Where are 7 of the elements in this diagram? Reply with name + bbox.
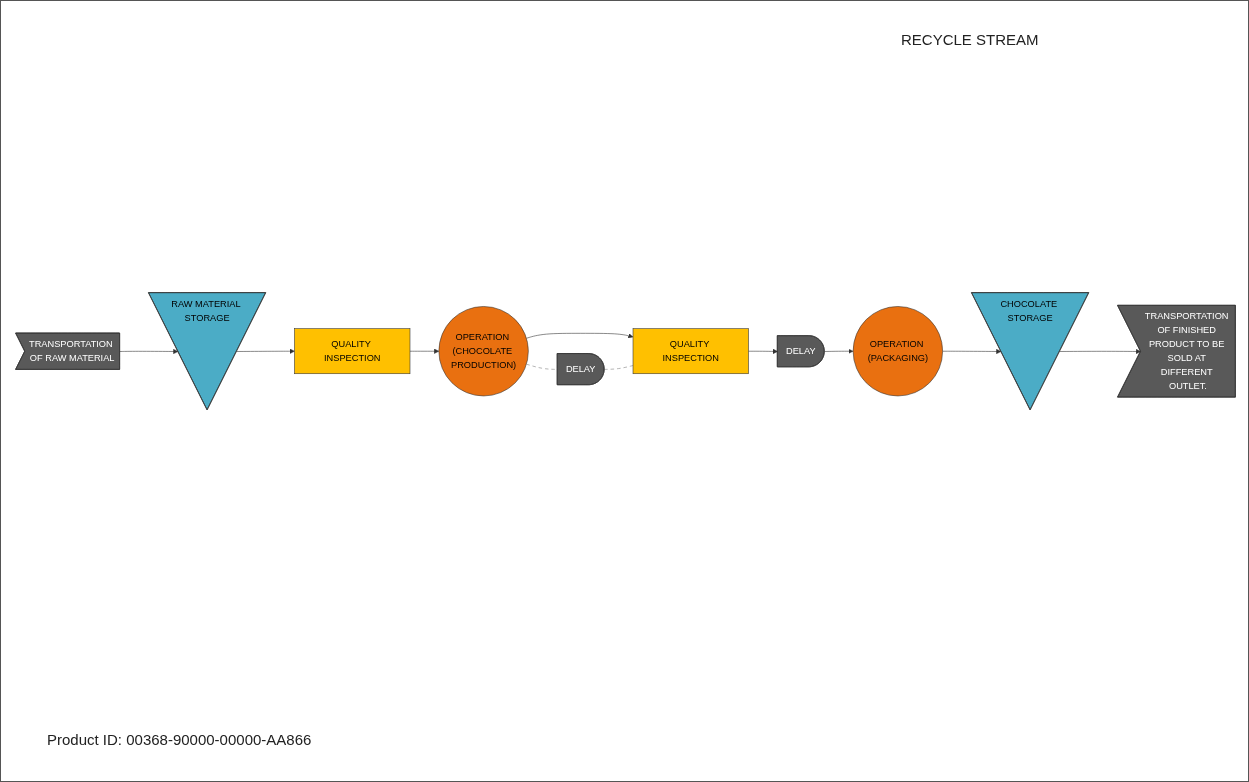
product-id-note: Product ID: 00368-90000-00000-AA866 — [47, 731, 312, 748]
connector — [604, 365, 634, 370]
node-box: QUALITY INSPECTION — [632, 328, 749, 374]
recycle-stream-note: RECYCLE STREAM — [901, 31, 1039, 48]
node-circle: OPERATION (PACKAGING) — [852, 305, 943, 397]
node-circle: OPERATION (CHOCOLATE PRODUCTION) — [438, 305, 529, 397]
node-box: QUALITY INSPECTION — [294, 328, 411, 374]
